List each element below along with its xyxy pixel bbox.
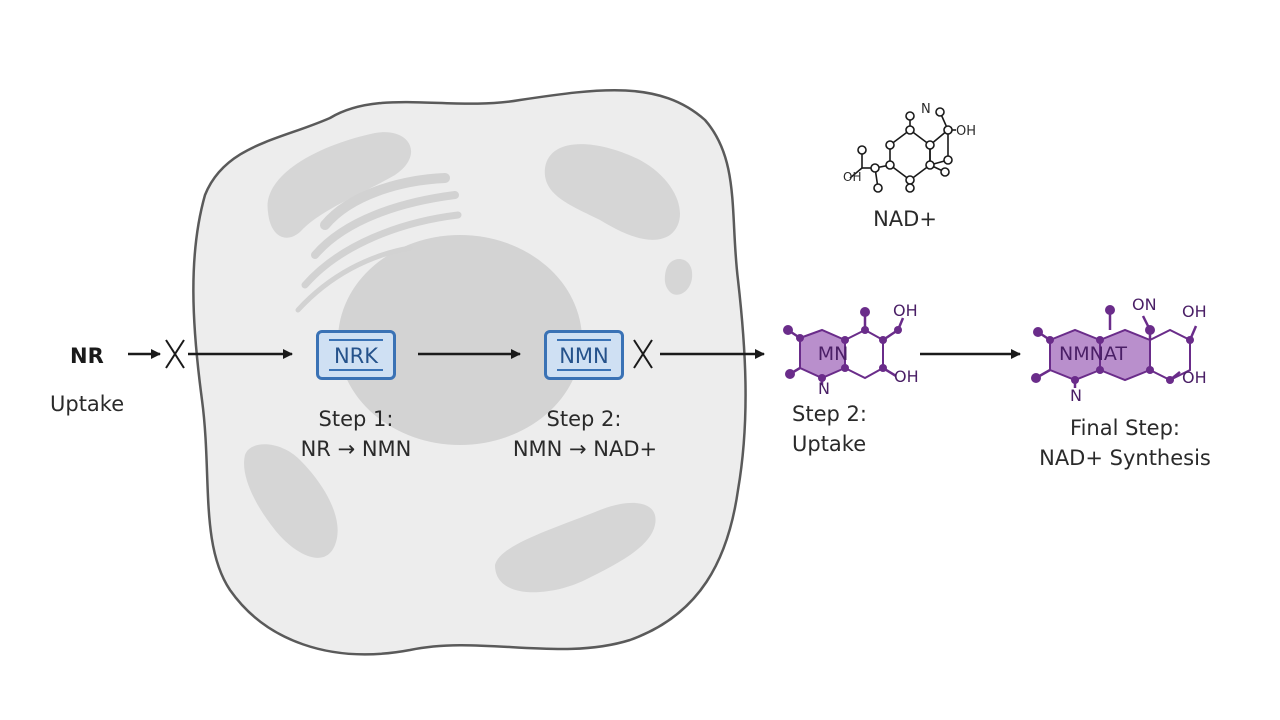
nmnat-molecule-label: NMNAT: [1059, 343, 1127, 365]
golgi-apparatus: [295, 173, 462, 313]
step2-uptake-title: Step 2:: [792, 402, 867, 426]
nad-structure: [849, 107, 956, 193]
nr-label: NR: [70, 344, 104, 368]
vesicle-small: [664, 258, 693, 295]
final-step-title: Final Step:: [1070, 416, 1180, 440]
block-mark-uptake: [165, 339, 185, 369]
nmnat-atom-oh-bottom: OH: [1182, 368, 1207, 387]
organelles: [244, 132, 693, 593]
step2-reaction: NMN → NAD+: [512, 437, 658, 461]
final-step-sub: NAD+ Synthesis: [1039, 446, 1211, 470]
nrk-enzyme-box: NRK: [316, 330, 396, 380]
step1-title: Step 1:: [318, 407, 394, 431]
mn-molecule-label: MN: [817, 343, 849, 365]
mitochondrion-bottom-left: [244, 444, 338, 558]
nmnat-atom-n: N: [1070, 386, 1082, 405]
nrk-label: NRK: [333, 344, 379, 368]
block-mark-export: [633, 339, 653, 369]
nucleus: [338, 235, 582, 445]
nmnat-atom-oh-top: OH: [1182, 302, 1207, 321]
nmn-enzyme-box: NMN: [544, 330, 624, 380]
nmnat-atom-on: ON: [1132, 295, 1157, 314]
mn-atom-oh-bottom: OH: [894, 367, 919, 386]
step2-title: Step 2:: [546, 407, 622, 431]
mitochondrion-top-left: [267, 132, 412, 238]
nmn-label: NMN: [559, 344, 609, 368]
nad-caption: NAD+: [873, 207, 937, 231]
nad-atom-oh-right: OH: [956, 124, 977, 139]
nad-atom-oh-left: OH: [843, 170, 862, 184]
mitochondrion-bottom-right: [495, 502, 656, 593]
step1-reaction: NR → NMN: [300, 437, 412, 461]
nad-atom-n: N: [921, 102, 931, 117]
mn-molecule: [783, 307, 905, 385]
uptake-label: Uptake: [50, 392, 125, 416]
block-marks: [165, 339, 653, 369]
step2-uptake-sub: Uptake: [792, 432, 867, 456]
mitochondrion-top-right: [544, 144, 680, 240]
nmnat-molecule: [1031, 305, 1198, 388]
mn-atom-oh-top: OH: [893, 301, 918, 320]
mn-atom-n: N: [818, 379, 830, 398]
